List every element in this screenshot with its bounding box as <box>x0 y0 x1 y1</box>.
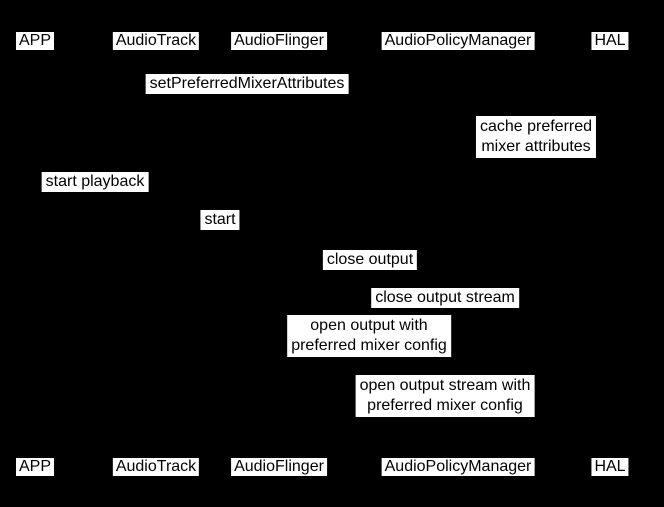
message-open-output-stream-with-preferred-mixer-config: open output stream with preferred mixer … <box>355 375 535 417</box>
participant-audioflinger-top: AudioFlinger <box>231 32 327 50</box>
participant-audiopolicymanager-bottom: AudioPolicyManager <box>381 458 535 476</box>
message-start-playback: start playback <box>41 172 149 192</box>
message-start: start <box>200 210 240 230</box>
participant-audiopolicymanager-top: AudioPolicyManager <box>381 32 535 50</box>
participant-hal-bottom: HAL <box>591 458 629 476</box>
participant-audiotrack-bottom: AudioTrack <box>112 458 200 476</box>
participant-audioflinger-bottom: AudioFlinger <box>231 458 327 476</box>
message-open-output-with-preferred-mixer-config: open output with preferred mixer config <box>287 315 451 357</box>
participant-audiotrack-top: AudioTrack <box>112 32 200 50</box>
message-cache-preferred-mixer-attributes: cache preferred mixer attributes <box>475 116 597 158</box>
message-close-output-stream: close output stream <box>371 288 519 308</box>
message-set-preferred-mixer-attributes: setPreferredMixerAttributes <box>145 74 349 94</box>
participant-hal-top: HAL <box>591 32 629 50</box>
participant-app-top: APP <box>15 32 55 50</box>
message-close-output: close output <box>322 250 418 270</box>
participant-app-bottom: APP <box>15 458 55 476</box>
